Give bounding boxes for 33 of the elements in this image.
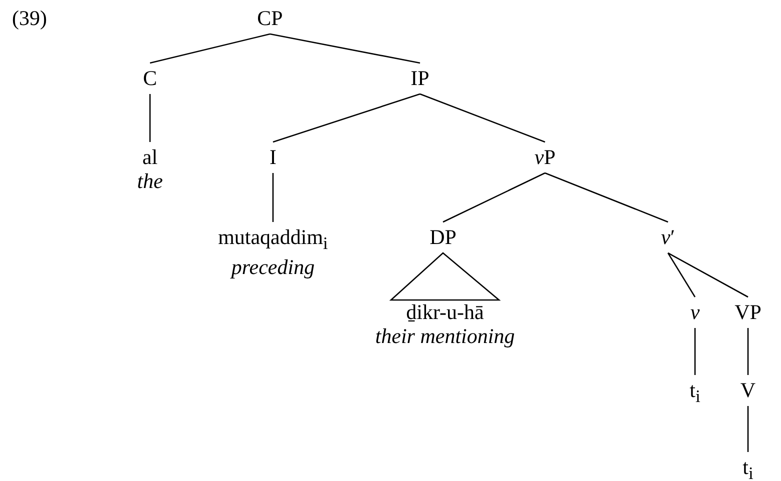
tree-branch [442,172,546,223]
category-label: IP [410,66,430,90]
tree-branch [420,93,546,143]
tree-branch [150,33,270,64]
category-label: v′ [661,225,675,249]
category-label: v [690,300,700,324]
category-label: VP [734,300,762,324]
gloss-label: their mentioning [375,324,515,348]
word-label: al [141,145,159,169]
tree-branch [272,173,274,222]
gloss-label: preceding [229,255,316,280]
tree-branch [667,252,696,298]
tree-branch [747,328,749,375]
tree-branch [544,172,668,223]
category-label: vP [534,145,556,169]
tree-branch [668,252,748,298]
example-number: (39) [12,6,47,30]
category-label: I [270,145,276,169]
gloss-label: the [137,169,163,193]
tree-branch [270,33,420,64]
category-label: t$_{i}$ [690,378,700,408]
category-label: V [740,378,756,402]
tree-branch [747,406,749,452]
category-label: C [143,66,157,90]
triangle-branch [389,252,501,301]
tree-branch [149,94,151,142]
word-label: mutaqaddim$_{i}$ [218,225,328,256]
category-label: DP [430,225,456,249]
category-label: t$_{i}$ [742,455,754,481]
tree-branch [272,93,420,143]
word-label: ḏikr-u-hā [405,300,485,324]
tree-branch [694,328,696,375]
category-label: CP [257,6,283,30]
